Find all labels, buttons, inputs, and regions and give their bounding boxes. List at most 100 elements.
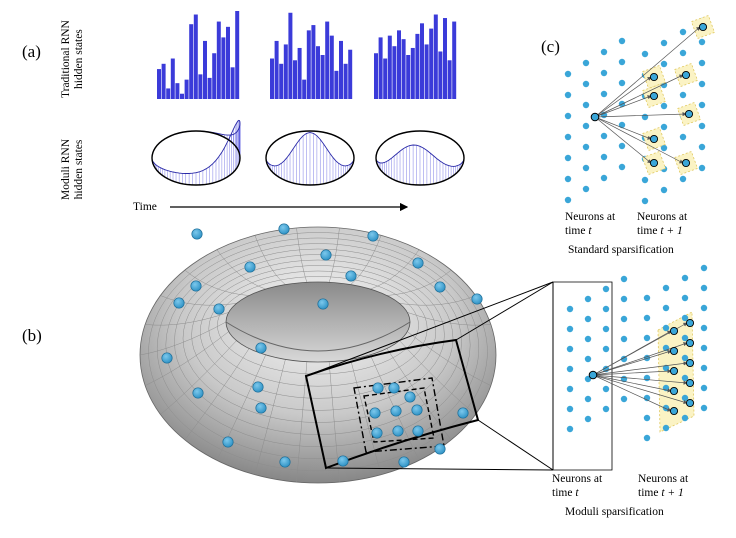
neuron	[190, 280, 202, 292]
torus-meridian	[216, 354, 266, 461]
hidden-state-bar	[193, 14, 198, 99]
neuron	[700, 364, 708, 372]
connection-arrow	[594, 116, 652, 140]
neuron	[662, 324, 670, 332]
neuron	[434, 443, 446, 455]
connection-arrow	[594, 26, 701, 118]
neuron	[255, 342, 267, 354]
neuron	[681, 374, 689, 382]
hidden-state-bar	[433, 14, 438, 99]
hidden-state-bar	[316, 46, 320, 99]
neuron	[457, 407, 469, 419]
neuron	[618, 142, 626, 150]
neuron	[700, 384, 708, 392]
torus-meridian	[254, 235, 286, 285]
connection-arrow	[592, 361, 688, 376]
hidden-state-bar	[325, 21, 330, 100]
neuron	[641, 176, 649, 184]
torus-meridian	[184, 348, 250, 441]
neuron	[679, 91, 687, 99]
traditional-rnn-axis-label: Traditional RNN hidden states	[60, 20, 85, 98]
hidden-state-bar	[415, 33, 420, 99]
hidden-state-bar	[189, 24, 194, 100]
neuron	[618, 79, 626, 87]
torus-meridian	[370, 249, 420, 290]
neuron	[582, 143, 590, 151]
neuron	[698, 143, 706, 151]
neuron	[584, 335, 592, 343]
neuron	[700, 344, 708, 352]
torus-parallel	[217, 276, 419, 375]
neuron	[681, 274, 689, 282]
neuron	[660, 60, 668, 68]
neuron	[681, 394, 689, 402]
neuron	[161, 352, 173, 364]
neuron	[278, 223, 290, 235]
hidden-state-bar	[274, 40, 279, 99]
neuron	[337, 455, 349, 467]
hidden-state-bar	[198, 74, 203, 99]
neuron	[700, 264, 708, 272]
neuron	[471, 293, 483, 305]
hidden-state-bar	[383, 58, 388, 99]
hidden-state-bar	[166, 88, 171, 99]
target-neuron	[649, 158, 659, 168]
neuron	[660, 102, 668, 110]
torus-parallel	[182, 254, 454, 423]
neuron	[279, 456, 291, 468]
hidden-state-bar	[288, 12, 293, 99]
neuron	[564, 70, 572, 78]
neuron	[600, 174, 608, 182]
neuron	[602, 305, 610, 313]
neuron	[244, 261, 256, 273]
torus-meridian	[140, 321, 227, 356]
neuron	[641, 113, 649, 121]
torus-meridian	[328, 227, 340, 283]
neuron	[564, 133, 572, 141]
connection-arrow	[594, 112, 687, 118]
neuron	[643, 374, 651, 382]
torus-parallel	[165, 243, 471, 447]
hidden-state-bar	[297, 47, 302, 99]
hidden-state-bar	[293, 60, 297, 99]
torus-meridian	[407, 331, 491, 386]
neuron	[643, 294, 651, 302]
std-neurons-t1-label: Neurons at time t + 1	[637, 211, 688, 237]
neuron	[317, 298, 329, 310]
neuron	[566, 405, 574, 413]
torus-meridian	[254, 359, 286, 475]
neuron	[660, 144, 668, 152]
connection-arrow	[594, 95, 652, 118]
neuron	[388, 382, 400, 394]
neuron	[643, 394, 651, 402]
torus-neurons	[161, 223, 483, 468]
hidden-state-bar	[410, 47, 415, 99]
torus-meridian	[386, 269, 452, 296]
neuron	[320, 249, 332, 261]
moduli-rnn-ring-plots	[151, 119, 465, 186]
neuron	[602, 385, 610, 393]
connection-arrow	[592, 374, 672, 412]
neuron	[564, 154, 572, 162]
neuron	[566, 305, 574, 313]
hidden-state-bar	[447, 60, 452, 99]
neuron	[681, 314, 689, 322]
hidden-state-bar	[320, 55, 325, 99]
neuron	[345, 270, 357, 282]
neuron	[618, 58, 626, 66]
hidden-state-bar	[420, 23, 424, 99]
hidden-state-bar	[180, 93, 184, 99]
neuron	[698, 164, 706, 172]
neuron	[643, 334, 651, 342]
neuron	[564, 175, 572, 183]
neuron	[566, 325, 574, 333]
neuron	[620, 275, 628, 283]
neuron	[369, 407, 381, 419]
moduli-frame	[552, 281, 613, 471]
target-neuron	[685, 398, 695, 408]
mod-neurons-t1-label: Neurons at time t + 1	[638, 473, 689, 499]
target-neuron	[685, 318, 695, 328]
neuron	[643, 414, 651, 422]
neuron	[192, 387, 204, 399]
